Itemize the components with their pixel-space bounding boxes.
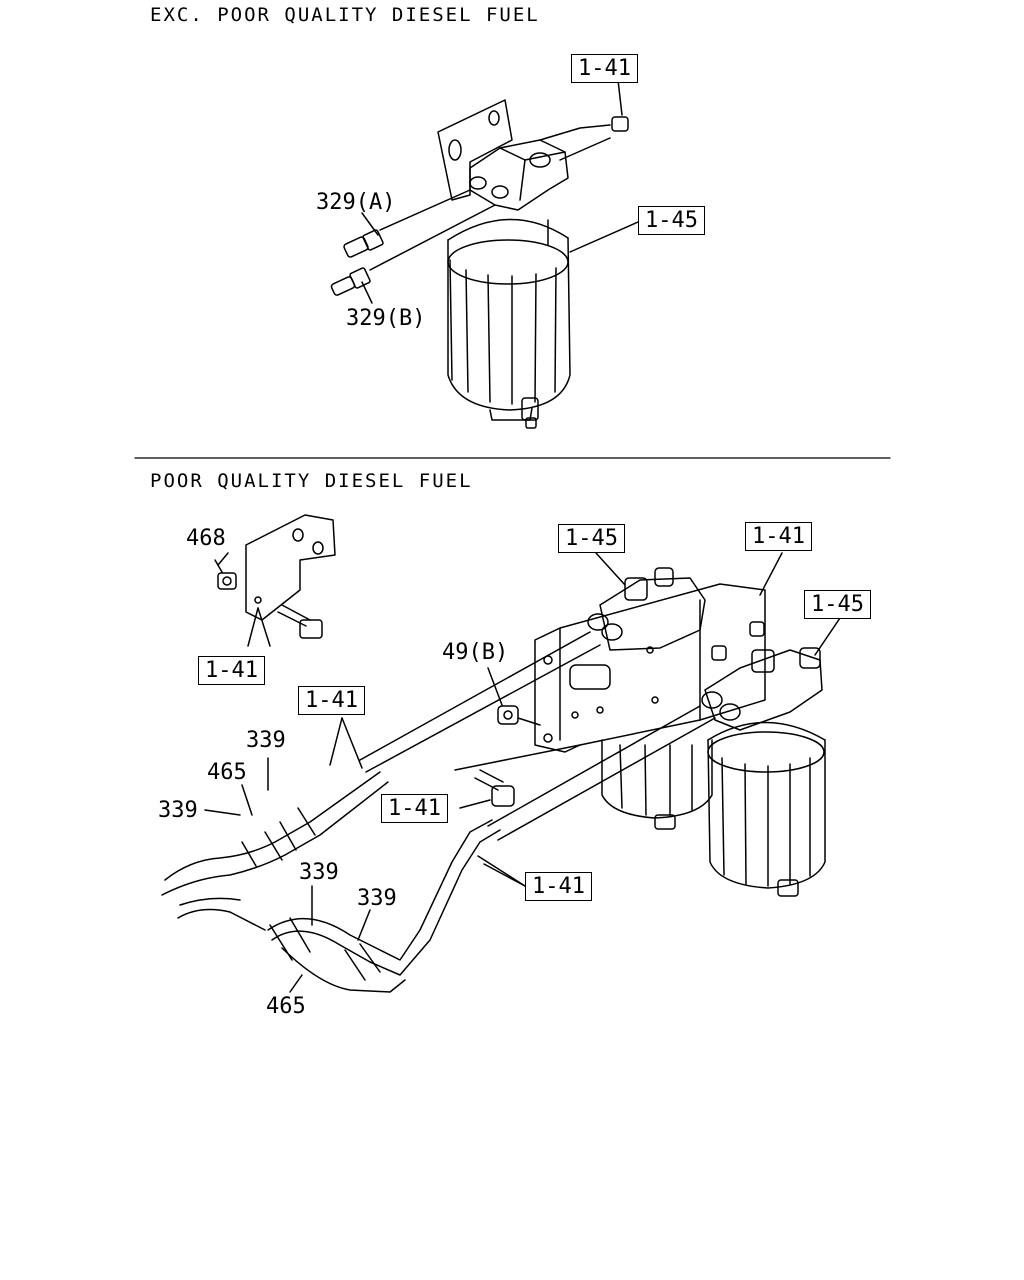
callout-ref-1-41-bolt: 1-41 [381, 794, 448, 823]
callout-part-339-d: 339 [357, 886, 397, 911]
plug [612, 117, 628, 131]
callout-part-339-c: 339 [299, 860, 339, 885]
dual-filter-assembly [162, 515, 840, 992]
callout-ref-1-41-hose-upper: 1-41 [298, 686, 365, 715]
callout-ref-1-45-top: 1-45 [638, 206, 705, 235]
section-title-poor-quality: POOR QUALITY DIESEL FUEL [150, 470, 473, 492]
callout-ref-1-41-top: 1-41 [571, 54, 638, 83]
callout-part-329a: 329(A) [316, 190, 396, 215]
callout-part-465-a: 465 [207, 760, 247, 785]
callout-part-329b: 329(B) [346, 306, 426, 331]
callout-part-465-b: 465 [266, 994, 306, 1019]
callout-part-339-b: 339 [158, 798, 198, 823]
single-filter-assembly [330, 80, 638, 428]
callout-part-468: 468 [186, 526, 226, 551]
callout-ref-1-41-mount: 1-41 [745, 522, 812, 551]
callout-ref-1-41-bracket: 1-41 [198, 656, 265, 685]
callout-part-49b: 49(B) [442, 640, 509, 665]
callout-ref-1-45-right: 1-45 [804, 590, 871, 619]
section-title-standard: EXC. POOR QUALITY DIESEL FUEL [150, 4, 540, 26]
callout-part-339-a: 339 [246, 728, 286, 753]
callout-ref-1-41-hose-lower: 1-41 [525, 872, 592, 901]
callout-ref-1-45-left: 1-45 [558, 524, 625, 553]
